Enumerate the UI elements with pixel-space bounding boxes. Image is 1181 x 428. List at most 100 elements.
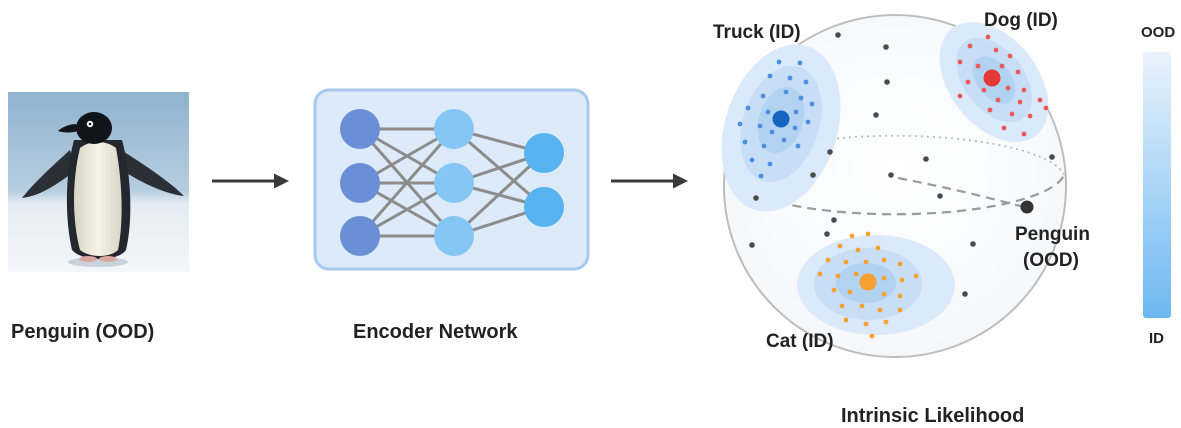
dog-point	[1037, 97, 1043, 103]
cat-point	[843, 317, 849, 323]
cat-point	[863, 321, 869, 327]
colorbar-bottom-label: ID	[1149, 330, 1164, 347]
ood-penguin-point	[1020, 200, 1034, 214]
hypersphere	[721, 14, 1067, 358]
dog-points	[957, 34, 1049, 137]
dog-point	[985, 34, 991, 40]
truck-point	[809, 101, 815, 107]
ambient-point	[962, 291, 968, 297]
truck-point	[745, 105, 751, 111]
cat-point	[839, 303, 845, 309]
ambient-point	[835, 32, 841, 38]
truck-point	[767, 161, 773, 167]
cat-point	[875, 245, 881, 251]
dog-point	[965, 79, 971, 85]
penguin-image	[8, 92, 189, 272]
truck-point	[792, 125, 798, 131]
cat-point	[817, 271, 823, 277]
dog-point	[957, 93, 963, 99]
cat-point	[899, 277, 905, 283]
cat-cluster	[797, 235, 955, 335]
cat-points	[817, 231, 919, 339]
dog-point	[1017, 99, 1023, 105]
truck-point	[749, 157, 755, 163]
truck-label: Truck (ID)	[713, 22, 801, 43]
ambient-point	[873, 112, 879, 118]
cat-point	[847, 289, 853, 295]
truck-point	[803, 79, 809, 85]
encoder-network	[313, 88, 590, 271]
cat-point	[855, 247, 861, 253]
dog-point	[1001, 125, 1007, 131]
ambient-point	[749, 242, 755, 248]
dog-point	[1005, 85, 1011, 91]
cat-point	[825, 257, 831, 263]
cat-point	[913, 273, 919, 279]
truck-point	[805, 119, 811, 125]
dog-label: Dog (ID)	[984, 10, 1058, 31]
ambient-point	[883, 44, 889, 50]
dog-point	[1015, 69, 1021, 75]
truck-point	[781, 137, 787, 143]
cat-point	[859, 303, 865, 309]
likelihood-colorbar	[1143, 52, 1171, 318]
cat-point	[837, 243, 843, 249]
truck-point	[797, 60, 803, 66]
truck-point	[767, 73, 773, 79]
ood-link	[897, 176, 1025, 209]
ood-label-line2: (OOD)	[1023, 250, 1079, 271]
cat-point	[863, 259, 869, 265]
dog-point	[967, 43, 973, 49]
truck-point	[737, 121, 743, 127]
ambient-point	[827, 149, 833, 155]
cat-point	[843, 259, 849, 265]
dog-point	[1021, 87, 1027, 93]
cat-point	[881, 257, 887, 263]
ambient-point	[937, 193, 943, 199]
truck-point	[787, 75, 793, 81]
cat-point	[881, 291, 887, 297]
dog-point	[981, 87, 987, 93]
cat-point	[835, 273, 841, 279]
ambient-points	[749, 32, 1055, 297]
truck-center	[772, 110, 790, 128]
dog-point	[987, 107, 993, 113]
truck-point	[757, 123, 763, 129]
ambient-point	[888, 172, 894, 178]
cat-label: Cat (ID)	[766, 331, 834, 352]
truck-point	[742, 139, 748, 145]
ambient-point	[884, 79, 890, 85]
ood-label-line1: Penguin	[1015, 224, 1090, 245]
ambient-point	[810, 172, 816, 178]
dog-point	[993, 47, 999, 53]
ambient-point	[1049, 154, 1055, 160]
cat-point	[831, 287, 837, 293]
encoder-caption: Encoder Network	[353, 321, 518, 343]
input-caption: Penguin (OOD)	[11, 321, 155, 343]
ambient-point	[753, 195, 759, 201]
cat-center	[859, 273, 877, 291]
sphere-caption: Intrinsic Likelihood	[841, 405, 1025, 427]
truck-point	[758, 173, 764, 179]
ambient-point	[824, 231, 830, 237]
dog-point	[1007, 53, 1013, 59]
cat-point	[883, 319, 889, 325]
dog-point	[1043, 105, 1049, 111]
cat-point	[853, 271, 859, 277]
truck-point	[761, 143, 767, 149]
cat-point	[897, 261, 903, 267]
cat-point	[881, 275, 887, 281]
cat-point	[869, 333, 875, 339]
encoder-hidden-layer	[434, 109, 474, 256]
cat-point	[877, 307, 883, 313]
cat-point	[897, 293, 903, 299]
dog-center	[983, 69, 1001, 87]
cat-point	[897, 307, 903, 313]
dog-point	[1021, 131, 1027, 137]
truck-point	[783, 89, 789, 95]
truck-point	[798, 95, 804, 101]
dog-point	[957, 59, 963, 65]
truck-point	[760, 93, 766, 99]
truck-point	[793, 109, 799, 115]
